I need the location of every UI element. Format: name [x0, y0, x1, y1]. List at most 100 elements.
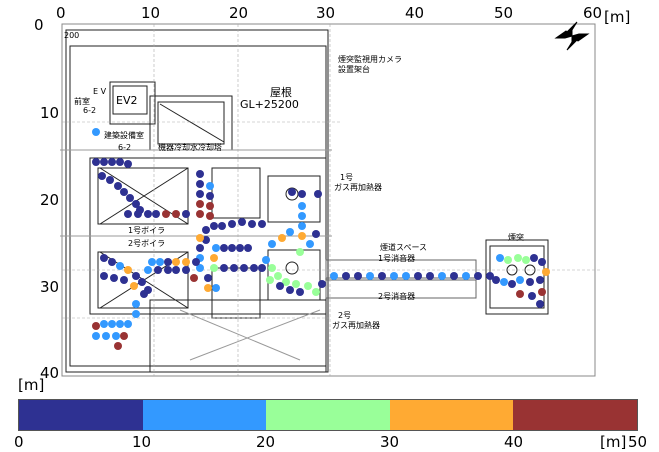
measurement-point	[426, 272, 434, 280]
x-tick-10: 10	[141, 4, 161, 22]
label-roof: 屋根	[270, 85, 292, 99]
measurement-point	[450, 272, 458, 280]
label-chimney: 煙突	[508, 232, 524, 242]
x-tick-20: 20	[229, 4, 249, 22]
measurement-point	[164, 258, 172, 266]
measurement-point	[402, 272, 410, 280]
measurement-point	[538, 258, 546, 266]
measurement-point	[240, 264, 248, 272]
measurement-point	[298, 222, 306, 230]
colorbar-segment-30-40	[389, 400, 514, 430]
measurement-point	[504, 256, 512, 264]
colorbar-segment-40-50	[513, 400, 637, 430]
measurement-point	[132, 200, 140, 208]
y-tick-20: 20	[40, 191, 60, 209]
measurement-point	[196, 180, 204, 188]
x-tick-0: 0	[56, 4, 66, 22]
measurement-point	[196, 210, 204, 218]
measurement-point	[204, 284, 212, 292]
measurement-point	[314, 190, 322, 198]
measurement-point	[296, 248, 304, 256]
measurement-point	[108, 158, 116, 166]
label-heater1a: 1号	[340, 173, 353, 182]
measurement-point	[196, 170, 204, 178]
measurement-point	[250, 264, 258, 272]
measurement-point	[124, 160, 132, 168]
measurement-point	[196, 200, 204, 208]
measurement-point	[354, 272, 362, 280]
measurement-point	[132, 310, 140, 318]
label-camera-1: 煙突監視用カメラ	[338, 54, 402, 64]
measurement-point	[144, 210, 152, 218]
measurement-point	[202, 226, 210, 234]
y-tick-40: 40	[40, 364, 60, 382]
measurement-point	[220, 244, 228, 252]
measurement-point	[196, 244, 204, 252]
measurement-point	[248, 220, 256, 228]
measurement-point	[212, 284, 220, 292]
measurement-point	[258, 220, 266, 228]
measurement-point	[536, 300, 544, 308]
x-tick-40: 40	[405, 4, 425, 22]
colorbar	[18, 399, 638, 431]
measurement-point	[162, 210, 170, 218]
measurement-point	[182, 210, 190, 218]
measurement-point	[486, 272, 494, 280]
measurement-point	[132, 300, 140, 308]
measurement-point	[268, 240, 276, 248]
measurement-point	[152, 210, 160, 218]
measurement-point	[144, 266, 152, 274]
y-tick-0: 0	[34, 16, 44, 34]
label-front-room: 前室	[74, 96, 90, 106]
measurement-point	[92, 332, 100, 340]
measurement-point	[292, 280, 300, 288]
measurement-point	[390, 272, 398, 280]
x-unit-label: [m]	[604, 8, 631, 26]
measurement-point	[172, 266, 180, 274]
label-silencer1: 1号消音器	[378, 253, 415, 263]
measurement-point	[206, 212, 214, 220]
measurement-point	[318, 280, 326, 288]
colorbar-unit-right: [m]	[600, 433, 627, 451]
colorbar-segment-20-30	[266, 400, 390, 430]
label-equipment-room-num: 6-2	[118, 143, 131, 152]
measurement-point	[278, 234, 286, 242]
measurement-point	[196, 234, 204, 242]
measurement-point	[492, 276, 500, 284]
measurement-point	[120, 188, 128, 196]
y-unit-label: [m]	[18, 376, 45, 394]
measurement-point	[148, 258, 156, 266]
measurement-point	[268, 264, 276, 272]
measurement-point	[366, 272, 374, 280]
measurement-point	[120, 276, 128, 284]
measurement-point	[164, 266, 172, 274]
measurement-point	[230, 264, 238, 272]
measurement-point	[204, 274, 212, 282]
measurement-point	[182, 258, 190, 266]
measurement-point	[108, 320, 116, 328]
measurement-point	[100, 320, 108, 328]
label-flue-space: 煙道スペース	[380, 242, 427, 252]
measurement-point	[528, 292, 536, 300]
measurement-point	[206, 182, 214, 190]
measurement-point	[206, 202, 214, 210]
label-ev2: EV2	[116, 94, 137, 107]
measurement-point	[156, 258, 164, 266]
measurement-points	[92, 128, 550, 350]
measurement-point	[190, 274, 198, 282]
measurement-point	[262, 256, 270, 264]
measurement-point	[116, 262, 124, 270]
measurement-point	[288, 188, 296, 196]
measurement-point	[116, 320, 124, 328]
measurement-point	[100, 158, 108, 166]
colorbar-tick-40: 40	[504, 433, 524, 451]
label-heater1b: ガス再加熱器	[334, 182, 382, 192]
measurement-point	[210, 222, 218, 230]
y-tick-10: 10	[40, 104, 60, 122]
measurement-point	[298, 190, 306, 198]
measurement-point	[542, 268, 550, 276]
x-tick-50: 50	[494, 4, 514, 22]
measurement-point	[274, 272, 282, 280]
label-equipment-room: 建築設備室	[104, 130, 144, 140]
measurement-point	[516, 290, 524, 298]
